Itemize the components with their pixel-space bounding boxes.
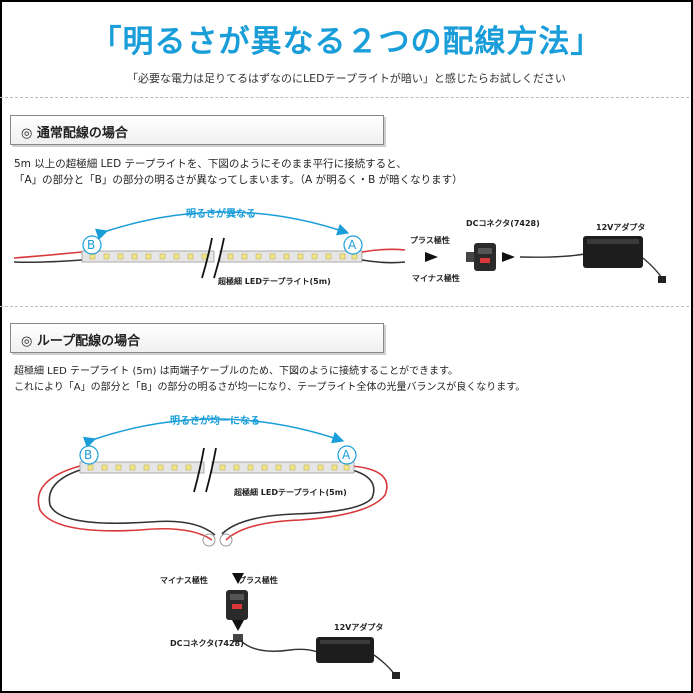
section1-desc-line2: 「A」の部分と「B」の部分の明るさが異なってしまいます。（A が明るく・B が暗… (14, 174, 463, 186)
divider (0, 97, 689, 98)
section2-connector-label: DCコネクタ(7428) (170, 639, 244, 648)
section2-led-strip (79, 447, 355, 493)
section1-connector-label: DCコネクタ(7428) (466, 219, 540, 228)
right-black-wire (361, 259, 406, 264)
section2-strip-label: 超極細 LEDテープライト(5m) (234, 488, 347, 497)
section1-strip-label: 超極細 LEDテープライト(5m) (218, 277, 331, 286)
section1-led-strip (81, 237, 363, 279)
section1-arrow-2 (502, 252, 515, 262)
right-red-wire (361, 248, 406, 253)
section1-marker-a (343, 235, 363, 255)
divider (0, 306, 689, 307)
section2-adapter (233, 634, 400, 679)
section2-desc-line1: 超極細 LED テープライト (5m) は両端子ケーブルのため、下図のように接続… (14, 366, 459, 377)
section1-heading: ◎ 通常配線の場合 (21, 126, 128, 141)
section2-diagram (37, 418, 400, 679)
loop-red-wire-left (37, 465, 213, 541)
loop-black-wire-left (48, 469, 216, 536)
page-subtitle: 「必要な電力は足りてるはずなのにLEDテープライトが暗い」と感じたらお試しくださ… (127, 72, 566, 85)
section1-desc-line1: 5m 以上の超極細 LED テープライトを、下図のようにそのまま平行に接続すると… (14, 158, 407, 170)
section1-label-a: A (348, 238, 357, 252)
section1-marker-b (82, 235, 102, 255)
section2-heading: ◎ ループ配線の場合 (21, 334, 141, 349)
left-red-wire (13, 251, 83, 259)
loop-red-wire-right (225, 465, 388, 541)
loop-black-wire-right (221, 469, 375, 535)
section1-label-b: B (87, 238, 96, 252)
section1-brightness-arrow (94, 211, 350, 241)
section2-adapter-label: 12Vアダプタ (334, 623, 384, 632)
section1-arrow-1 (425, 252, 438, 262)
section1-plus-label: プラス極性 (410, 236, 450, 245)
section2-label-b: B (84, 448, 93, 462)
section2-heading-box: ◎ ループ配線の場合 (10, 323, 384, 353)
section1-adapter-label: 12Vアダプタ (596, 223, 646, 232)
section2-label-a: A (342, 448, 351, 462)
section1-minus-label: マイナス極性 (412, 274, 460, 283)
section1-dc-connector (466, 243, 496, 271)
left-black-wire (13, 259, 83, 264)
minus-wire-end (202, 533, 216, 547)
section2-arrow-1 (232, 573, 244, 584)
section1-heading-box: ◎ 通常配線の場合 (10, 115, 384, 145)
section2-marker-a (337, 445, 357, 465)
section2-dc-connector (226, 590, 248, 620)
section1-diagram (13, 211, 666, 283)
section2-arrow-2 (232, 620, 244, 631)
section2-minus-label: マイナス極性 (160, 576, 208, 585)
section2-arrow-label: 明るさが均一になる (170, 416, 260, 427)
section2-marker-b (79, 445, 99, 465)
section1-arrow-label: 明るさが異なる (186, 209, 256, 220)
page-title: 「明るさが異なる２つの配線方法」 (90, 24, 603, 60)
plus-wire-end (219, 533, 233, 547)
section1-adapter (519, 236, 666, 283)
section2-desc-line2: これにより「A」の部分と「B」の部分の明るさが均一になり、テープライト全体の光量… (14, 382, 526, 393)
section2-plus-label: プラス極性 (238, 576, 278, 585)
section2-brightness-arrow (82, 418, 345, 449)
